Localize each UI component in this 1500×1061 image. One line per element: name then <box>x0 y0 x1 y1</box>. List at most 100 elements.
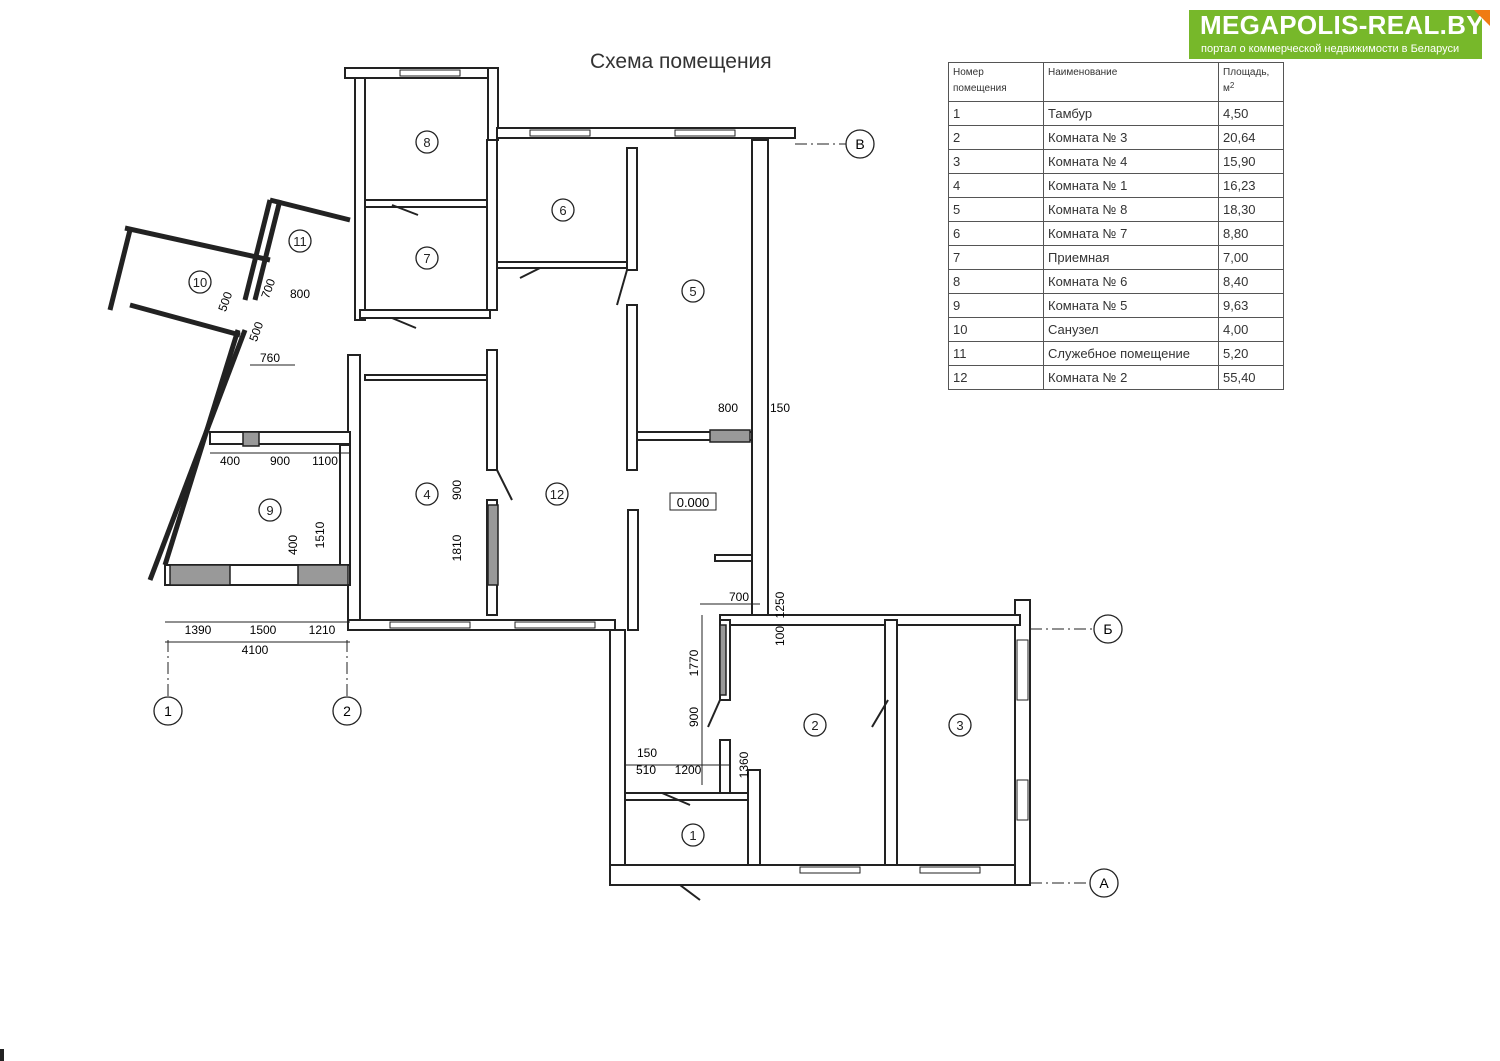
room-name: Комната № 2 <box>1043 365 1219 390</box>
room-number: 11 <box>948 341 1044 366</box>
room-number: 2 <box>948 125 1044 150</box>
room-number-label: 1 <box>689 828 696 843</box>
window <box>389 621 471 629</box>
axis-bubble <box>1089 868 1119 898</box>
wall <box>627 509 639 631</box>
axis-bubble <box>1093 614 1123 644</box>
wall <box>496 127 796 139</box>
window <box>919 866 981 874</box>
wall <box>747 769 761 866</box>
axis-bubble <box>332 696 362 726</box>
room-marker <box>415 246 439 270</box>
dimension-label: 1360 <box>737 751 751 778</box>
wall <box>714 554 753 562</box>
axis-bubble <box>845 129 875 159</box>
dimension-label: 1770 <box>687 649 701 676</box>
dimension-label: 100 <box>773 626 787 646</box>
room-name: Служебное помещение <box>1043 341 1219 366</box>
room-marker <box>545 482 569 506</box>
wall <box>359 309 491 319</box>
room-area: 55,40 <box>1218 365 1284 390</box>
slanted-wall <box>107 229 133 311</box>
room-number-label: 5 <box>689 284 696 299</box>
room-marker <box>681 279 705 303</box>
room-number: 6 <box>948 221 1044 246</box>
room-name: Комната № 5 <box>1043 293 1219 318</box>
logo-corner-icon <box>1474 10 1490 26</box>
room-marker <box>258 498 282 522</box>
header-area-label: Площадь, м <box>1223 67 1270 94</box>
room-number-label: 9 <box>266 503 273 518</box>
room-name: Тамбур <box>1043 101 1219 126</box>
axis-bubble <box>153 696 183 726</box>
wall <box>486 139 498 311</box>
wall <box>609 629 626 886</box>
dimension-label: 1200 <box>675 763 702 777</box>
dimension-label: 510 <box>636 763 656 777</box>
wall <box>626 147 638 271</box>
slanted-wall <box>252 199 283 301</box>
room-marker <box>415 130 439 154</box>
wall <box>624 792 761 801</box>
window <box>1016 779 1029 821</box>
dimension-label: 900 <box>450 480 464 500</box>
room-number-label: 10 <box>193 275 207 290</box>
dimension-label: 150 <box>637 746 657 760</box>
room-number-label: 7 <box>423 251 430 266</box>
level-mark-box <box>669 492 717 511</box>
hatched-wall <box>242 431 260 447</box>
header-name: Наименование <box>1043 62 1219 102</box>
window <box>674 129 736 137</box>
dimension-label: 760 <box>260 351 280 365</box>
room-marker <box>415 482 439 506</box>
dimension-label: 700 <box>258 277 278 301</box>
megapolis-logo[interactable]: MEGAPOLIS-REAL.BY портал о коммерческой … <box>1189 10 1490 59</box>
wall <box>636 431 753 441</box>
room-marker <box>681 823 705 847</box>
door <box>616 269 628 306</box>
room-marker <box>803 713 827 737</box>
wall <box>347 619 616 631</box>
dimension-label: 1210 <box>309 623 336 637</box>
door <box>871 699 889 728</box>
room-name: Комната № 1 <box>1043 173 1219 198</box>
slanted-wall <box>129 302 241 338</box>
hatched-wall <box>719 624 727 696</box>
axis-label: В <box>855 136 864 152</box>
dimension-label: 1500 <box>250 623 277 637</box>
slanted-wall <box>242 199 273 301</box>
dimension-label: 4100 <box>242 643 269 657</box>
window <box>799 866 861 874</box>
wall <box>209 431 351 445</box>
window <box>1016 639 1029 701</box>
table-header-row: Номер помещения Наименование Площадь, м2 <box>948 62 1284 102</box>
logo-name: MEGAPOLIS-REAL.BY <box>1200 10 1484 40</box>
room-marker <box>551 198 575 222</box>
wall <box>626 304 638 471</box>
dimension-label: 400 <box>286 535 300 555</box>
slanted-wall <box>162 329 241 566</box>
room-number-label: 12 <box>550 487 564 502</box>
dimension-label: 1250 <box>773 591 787 618</box>
door <box>496 469 513 501</box>
dimension-label: 800 <box>718 401 738 415</box>
wall <box>719 614 1021 626</box>
hatched-wall <box>169 564 231 586</box>
hatched-wall <box>709 429 751 443</box>
room-area: 15,90 <box>1218 149 1284 174</box>
dimension-label: 800 <box>290 287 310 301</box>
dimension-label: 400 <box>220 454 240 468</box>
wall <box>719 739 731 796</box>
dimension-label: 1510 <box>313 521 327 548</box>
room-area: 4,50 <box>1218 101 1284 126</box>
wall <box>364 199 491 208</box>
hatched-wall <box>487 504 499 586</box>
slanted-wall <box>124 225 271 263</box>
room-number: 1 <box>948 101 1044 126</box>
room-number-label: 8 <box>423 135 430 150</box>
door <box>519 267 541 279</box>
